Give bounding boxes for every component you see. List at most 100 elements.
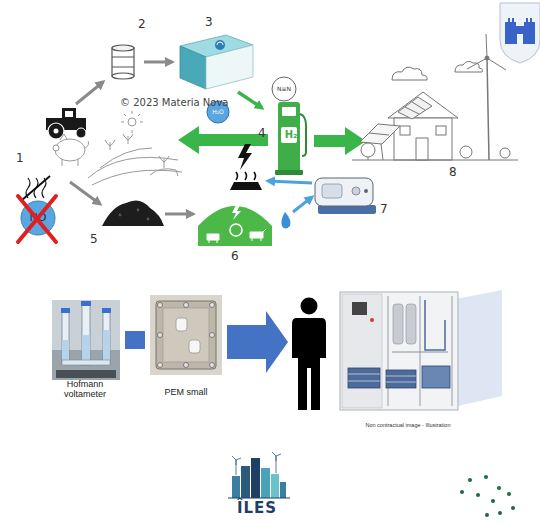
biogas-digester (207, 234, 219, 243)
hydrogen-flow-arrow (238, 92, 262, 108)
dot-pattern (498, 511, 502, 515)
pem-cell-photo (210, 303, 215, 308)
callout-number: 1 (16, 152, 24, 164)
house-scene (394, 118, 452, 160)
flow-connector (227, 311, 288, 373)
house-scene (388, 92, 458, 118)
iles-logo (251, 458, 260, 498)
farm-illustration (62, 159, 63, 166)
electrolyser-machine (392, 352, 448, 353)
container-unit (215, 40, 225, 50)
electrolyser-machine (422, 366, 450, 388)
person-silhouette (292, 318, 326, 410)
container-unit (217, 42, 223, 45)
odour-crossed (22, 176, 50, 200)
house-scene (487, 58, 489, 160)
pem-cell-photo (150, 295, 222, 375)
voltameter-photo (52, 300, 120, 380)
dot-pattern (460, 475, 515, 517)
emission-circle: NO (20, 200, 56, 236)
dot-pattern (468, 478, 472, 482)
arrow-head (266, 311, 288, 373)
farm-illustration (100, 148, 152, 168)
voltameter-photo (56, 370, 116, 378)
biogas-digester (198, 205, 272, 246)
farm-illustration (60, 134, 67, 140)
biogas-digester (230, 224, 242, 236)
gas-flame (281, 212, 290, 229)
barrel-icon (112, 45, 134, 51)
person-silhouette (292, 298, 326, 411)
iles-logo (228, 498, 290, 499)
electrolyser-machine (420, 296, 421, 406)
house-scene (436, 126, 446, 135)
electrolyser-machine (352, 302, 367, 315)
farm-illustration (121, 111, 143, 133)
equipment-panel: Non contractual image - Illustration (288, 288, 476, 428)
hydrogen-flow-arrow (314, 127, 366, 155)
callout-number: 4 (258, 127, 266, 139)
farm-illustration (159, 156, 169, 168)
callout-number: 7 (380, 203, 388, 215)
biogas-digester (250, 229, 266, 241)
energy-symbols (238, 144, 252, 170)
energy-symbols (236, 172, 256, 180)
dot-pattern (460, 490, 464, 494)
house-scene (392, 67, 427, 80)
pump-part (300, 114, 306, 156)
manure-pile (137, 209, 140, 212)
callout-number: 6 (231, 250, 239, 262)
voltameter-photo (52, 300, 120, 380)
molecule-bubble: N≡N (271, 76, 297, 102)
callout-number: 3 (205, 16, 213, 28)
pem-cell-photo (210, 363, 215, 368)
coat-of-arms (500, 3, 540, 63)
iles-logo (232, 456, 241, 465)
pump-part (281, 127, 297, 143)
farm-illustration (92, 170, 182, 185)
iles-logo (261, 468, 270, 498)
pem-cell-photo (150, 295, 222, 375)
house-scene (352, 34, 518, 160)
person-silhouette (301, 298, 318, 315)
cogeneration-unit (322, 184, 342, 198)
house-scene (485, 56, 489, 60)
farm-illustration (128, 118, 136, 126)
cogeneration-unit (315, 178, 373, 206)
electrolyser-machine (340, 290, 502, 410)
circle-outline (21, 201, 55, 235)
node-text: NO (30, 212, 47, 224)
pem-cell-photo (158, 363, 163, 368)
caption-text: Non contractual image - Illustration (366, 422, 451, 428)
pem-cell-photo (184, 303, 189, 308)
node-text: H₂O (212, 109, 224, 116)
cogeneration-unit (315, 178, 376, 214)
energy-symbols (230, 182, 262, 190)
manure-pile (119, 214, 122, 217)
pem-cell-photo (176, 318, 187, 331)
hydrogen-flow-arrow (178, 126, 268, 154)
electrolyser-machine (386, 376, 416, 377)
voltameter-photo (103, 330, 110, 364)
iles-logo (241, 466, 250, 498)
house-scene (361, 143, 375, 157)
farm-illustration (53, 111, 182, 185)
connector-shaft (227, 325, 266, 359)
container-unit (180, 46, 206, 89)
manure-pile (102, 200, 164, 226)
hydrogen-pump: H₂ (274, 96, 308, 176)
barrel-icon (112, 57, 134, 58)
pem-cell-photo (189, 340, 200, 353)
voltameter-photo (62, 312, 69, 364)
flow-arrow (70, 182, 100, 204)
photo-panel: Hofmann voltameter (45, 298, 125, 400)
tractor-icon (46, 108, 86, 139)
farm-illustration (85, 141, 89, 148)
house-scene (460, 146, 472, 158)
dot-pattern (497, 486, 501, 490)
photo-panel: PEM small (145, 293, 227, 398)
house-scene (467, 58, 487, 69)
pem-cell-photo (163, 308, 209, 362)
caption-text: PEM small (164, 388, 207, 398)
